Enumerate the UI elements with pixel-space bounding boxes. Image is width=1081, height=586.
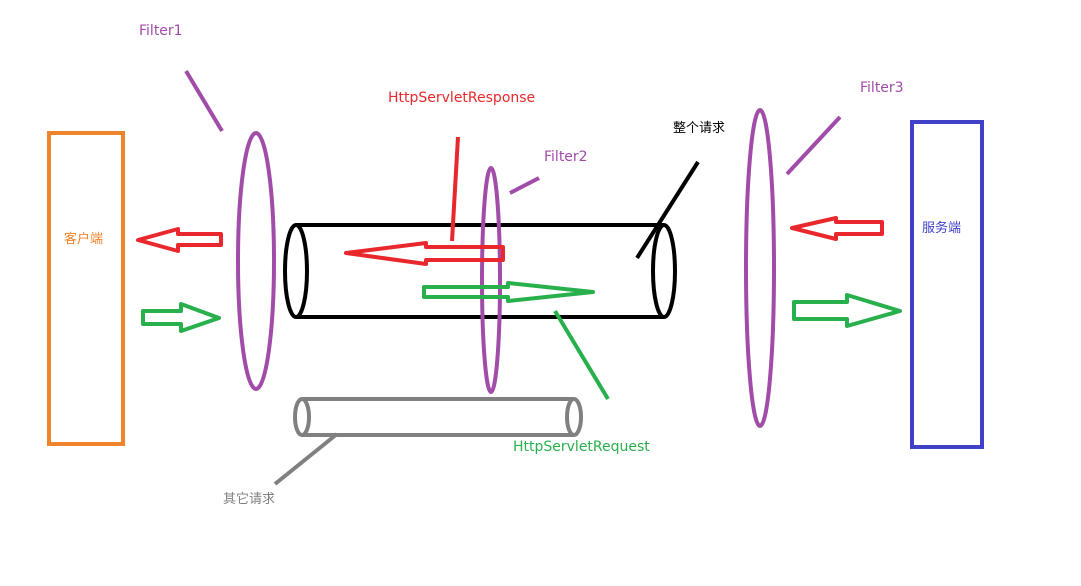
response-pointer [450,136,460,242]
filter3-pointer [785,115,842,176]
whole-request-pointer [635,160,700,260]
server-label: 服务端 [922,221,962,236]
request-pointer [553,309,610,401]
response-arrow-pipe [344,241,505,266]
server-box [910,120,984,449]
request-arrow-pipe [422,281,595,303]
response-arrow-server [790,216,884,241]
filter1-ring [236,131,276,391]
request-arrow-client [141,302,221,333]
response-arrow-client [136,227,223,253]
filter1-label: Filter1 [139,23,183,39]
filter3-label: Filter3 [860,80,904,96]
filter2-label: Filter2 [544,149,588,165]
main-request-pipe [283,223,677,319]
filter1-pointer [184,69,224,133]
filter3-ring [744,108,776,428]
request-arrow-server [792,293,902,328]
whole-request-label: 整个请求 [673,121,726,136]
other-requests-pipe [293,397,583,437]
other-requests-label: 其它请求 [223,492,276,507]
response-label: HttpServletResponse [388,90,536,106]
filter2-ring [480,166,502,394]
client-box [47,131,125,446]
filter2-pointer [509,176,540,195]
other-requests-pointer [273,432,339,486]
client-label: 客户端 [64,232,104,247]
request-label: HttpServletRequest [513,439,650,455]
